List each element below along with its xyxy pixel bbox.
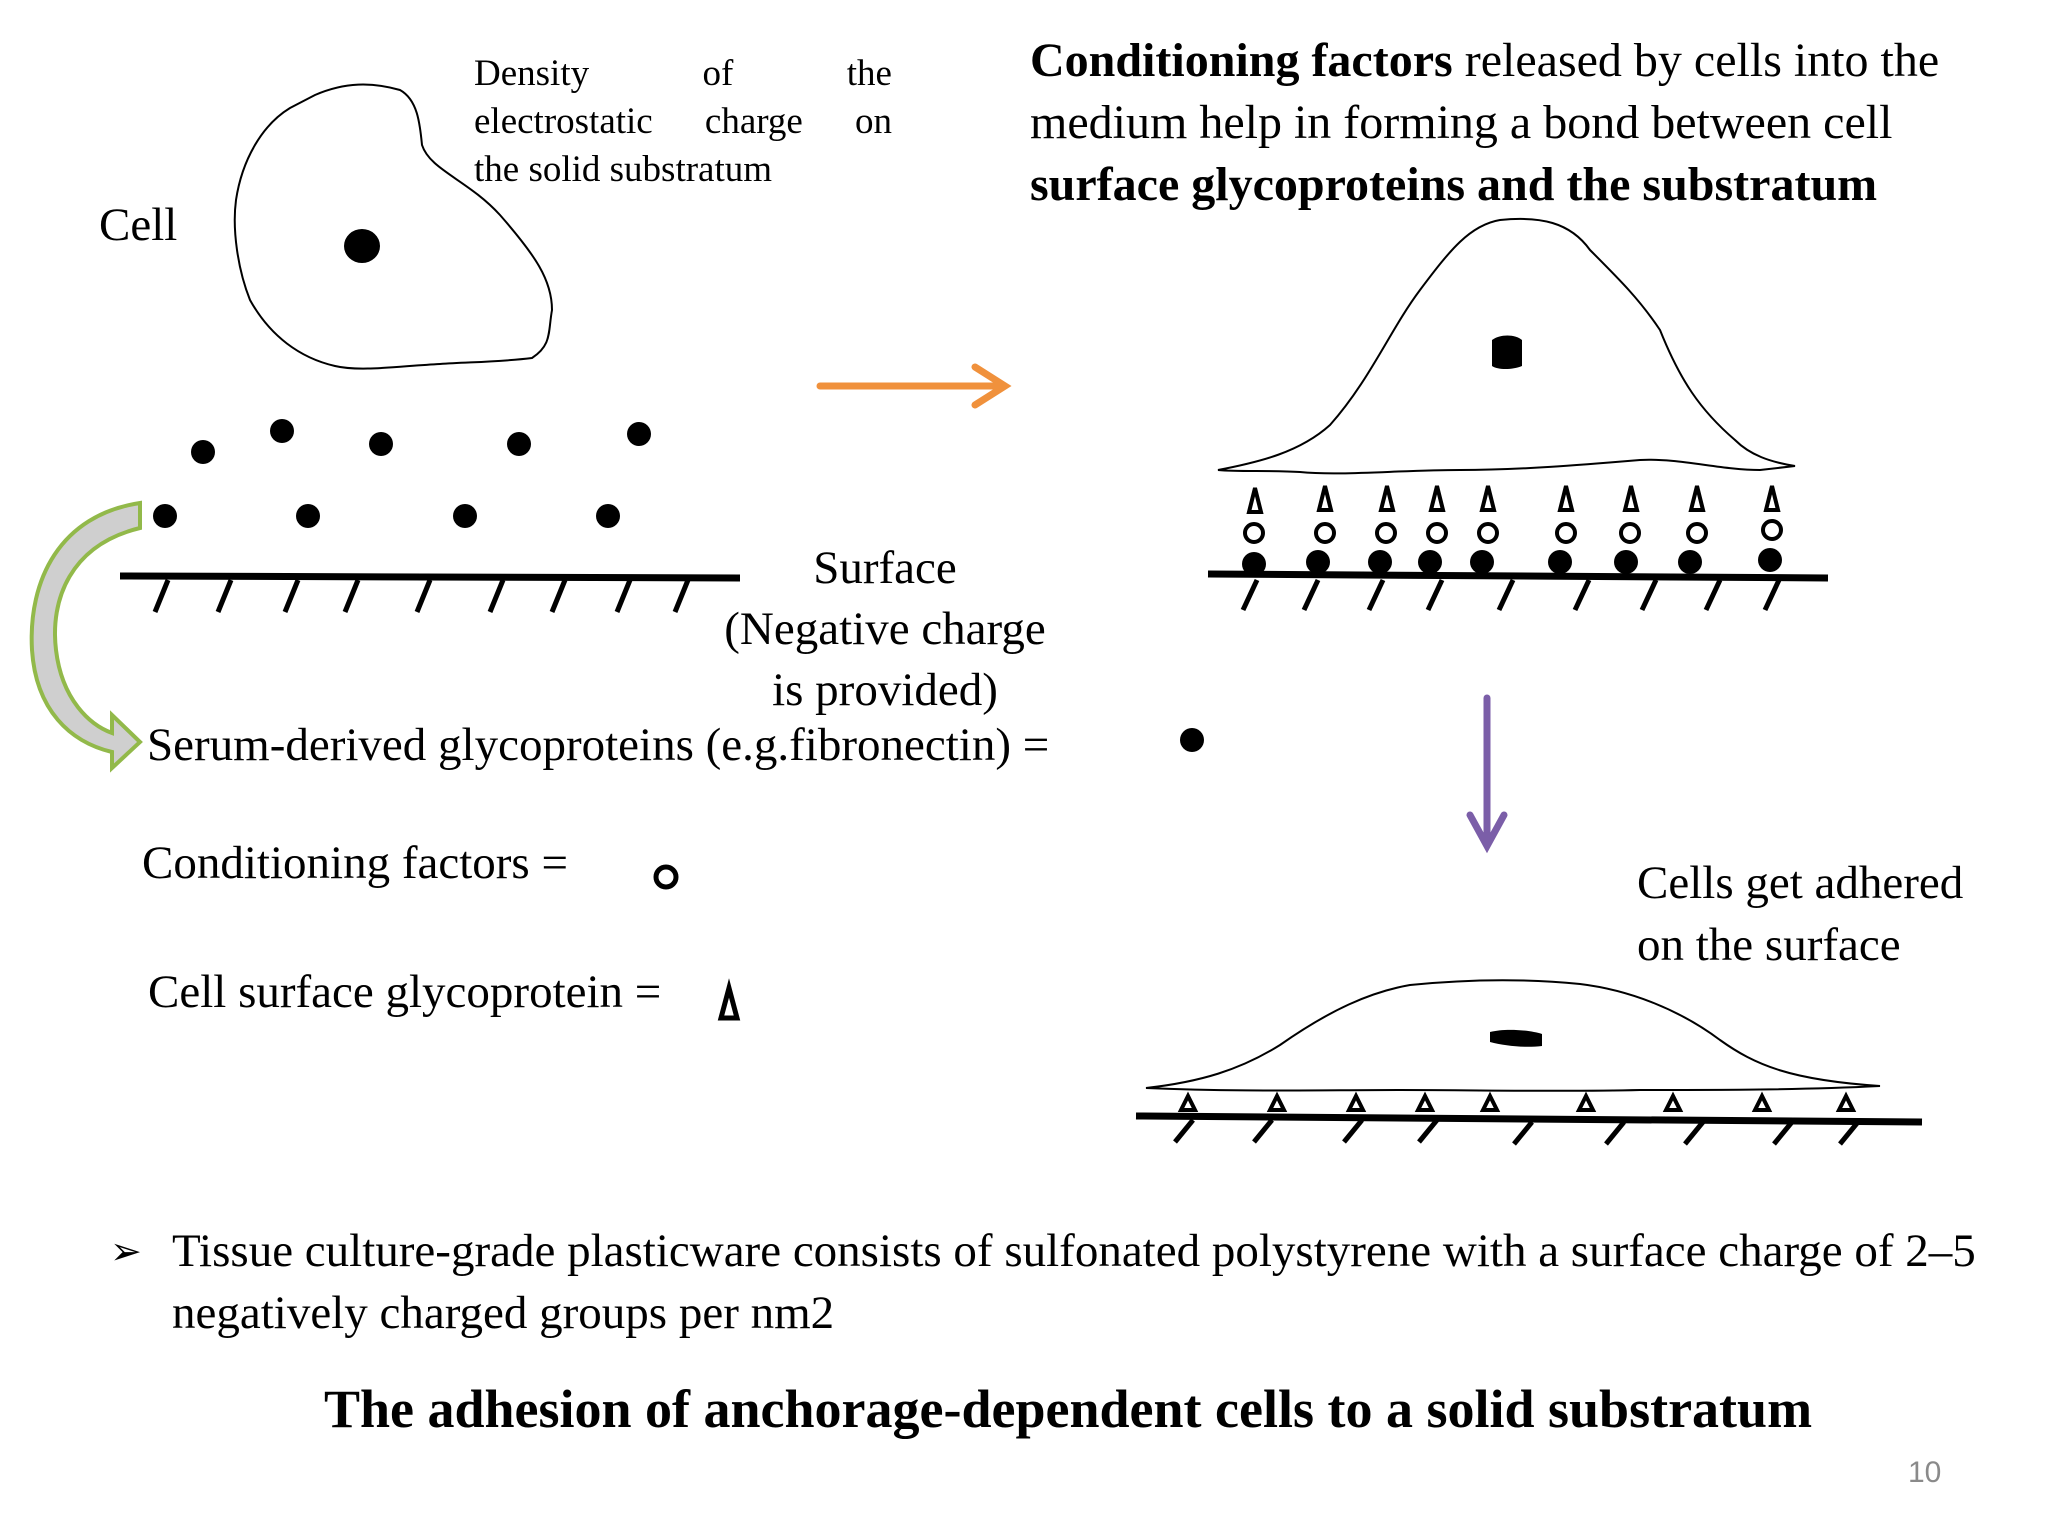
slide-caption: The adhesion of anchorage-dependent cell… [323,1379,1813,1439]
purple-arrow [1466,694,1508,854]
serum-glycoprotein-dots [153,419,651,528]
conditioning-factors-top [1243,519,1783,544]
legend-glycoprotein: Cell surface glycoprotein = [148,966,662,1018]
legend-conditioning-symbol [653,864,679,890]
surface-line-3: is provided) [772,664,998,716]
legend-serum-symbol [1180,728,1204,752]
surface-line-2: (Negative charge [724,603,1046,655]
density-word-2: of [702,53,734,94]
legend-glycoprotein-symbol [717,978,741,1021]
legend-conditioning: Conditioning factors = [142,837,568,889]
green-curved-arrow [29,500,143,773]
surface-label: Surface (Negative charge is provided) [700,538,1070,721]
heading-bold-1: Conditioning factors [1030,34,1453,87]
density-line-3: the solid substratum [474,149,773,190]
spreading-cell-nucleus [1492,335,1522,369]
substratum-bottom-right [1135,1112,1923,1146]
substratum-left [119,572,741,613]
orange-arrow [816,363,1012,409]
adhered-line-2: on the surface [1637,919,1901,971]
density-word-1: Density [474,53,590,94]
cell-outline [233,83,554,370]
heading-normal: released by cells into the medium help i… [1030,34,1940,149]
adhered-cell-nucleus [1490,1029,1542,1047]
adhered-label: Cells get adhered on the surface [1637,852,2037,976]
spreading-cell-outline [1217,217,1796,475]
legend-serum: Serum-derived glycoproteins (e.g.fibrone… [147,719,1050,771]
page-number: 10 [1908,1456,1942,1489]
adhered-line-1: Cells get adhered [1637,857,1964,909]
density-word-4: electrostatic [474,101,653,142]
heading-bold-2: surface glycoproteins and the substratum [1030,158,1878,211]
density-word-6: on [855,101,892,142]
cell-nucleus [344,229,380,263]
substratum-top-right [1207,570,1829,612]
cell-surface-glycoproteins-bottom [1177,1091,1857,1112]
surface-line-1: Surface [813,542,957,594]
cell-label: Cell [99,199,178,251]
bullet-note: ➢ Tissue culture-grade plasticware consi… [110,1220,2030,1344]
bullet-arrow-icon: ➢ [110,1229,142,1273]
serum-glycoproteins-bound [1242,548,1782,576]
bullet-text: Tissue culture-grade plasticware consist… [172,1225,1976,1339]
conditioning-heading: Conditioning factors released by cells i… [1030,30,2030,216]
density-word-5: charge [704,101,803,142]
density-word-3: the [846,53,892,94]
density-note: Density of the electrostatic charge on t… [474,50,892,194]
adhered-cell-outline [1145,979,1881,1092]
cell-surface-glycoproteins-top [1246,485,1781,514]
